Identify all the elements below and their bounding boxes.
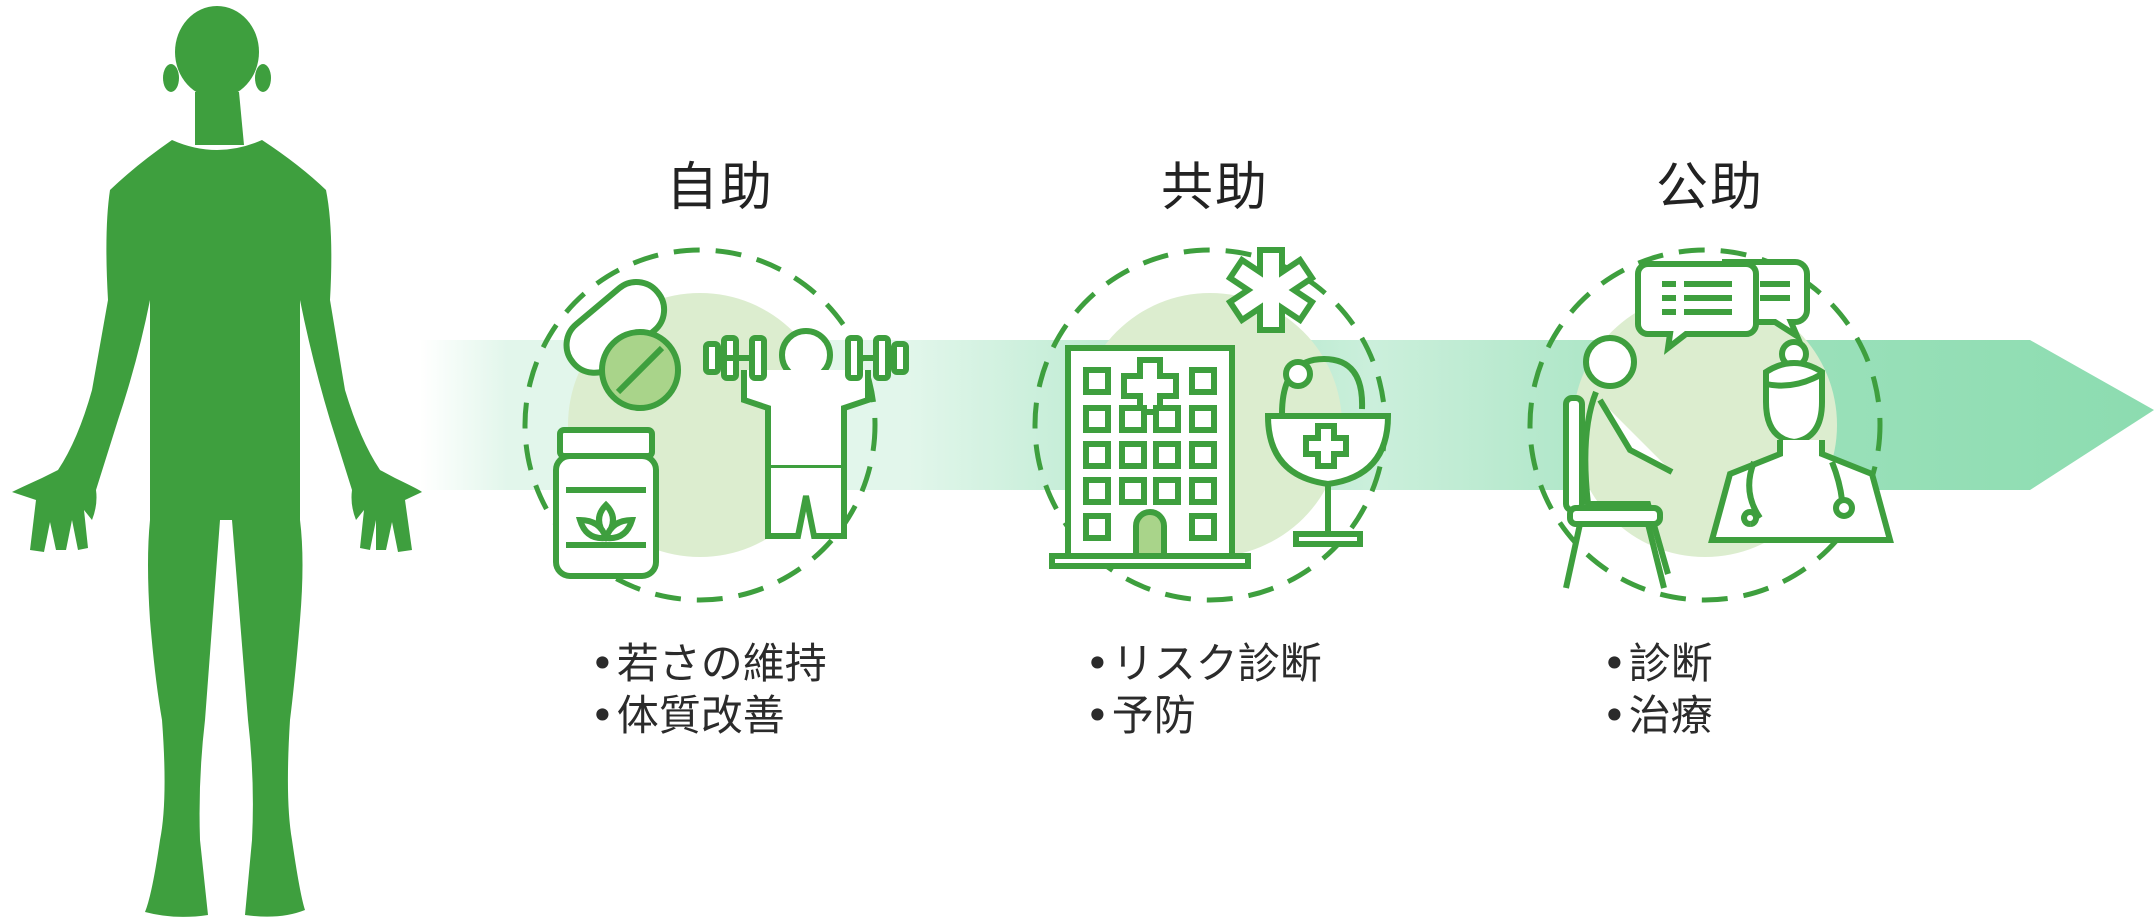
seated-patient-icon (1563, 335, 1674, 589)
public-help-list: 診断 治療 (1602, 638, 1922, 742)
dumbbell-workout-icon (703, 328, 909, 539)
column-title-self-help: 自助 (665, 158, 774, 218)
medical-star-icon (1225, 247, 1317, 333)
self-help-dashed-ring (522, 247, 878, 603)
list-item: 若さの維持 (590, 638, 910, 690)
public-help-dashed-ring (1527, 247, 1883, 603)
hospital-building-icon (1049, 345, 1251, 569)
pill-capsule-icon (563, 279, 681, 411)
supplement-jar-icon (553, 427, 659, 579)
human-silhouette-icon (12, 6, 422, 917)
list-item: 治療 (1602, 690, 1922, 742)
list-item: 診断 (1602, 638, 1922, 690)
column-title-mutual-help: 共助 (1160, 158, 1269, 218)
chat-bubbles-icon (1635, 259, 1810, 355)
list-item: 予防 (1085, 690, 1405, 742)
list-item: リスク診断 (1085, 638, 1405, 690)
list-item: 体質改善 (590, 690, 910, 742)
column-title-public-help: 公助 (1655, 158, 1764, 218)
pharmacy-bowl-icon (1264, 355, 1392, 547)
doctor-icon (1708, 339, 1894, 543)
self-help-list: 若さの維持 体質改善 (590, 638, 910, 742)
mutual-help-list: リスク診断 予防 (1085, 638, 1405, 742)
